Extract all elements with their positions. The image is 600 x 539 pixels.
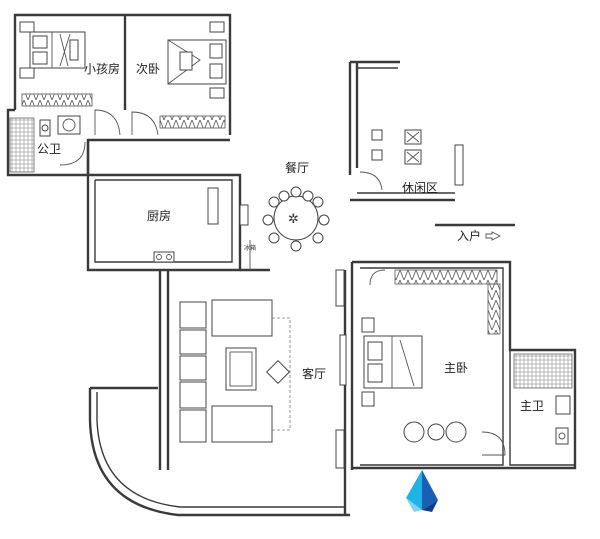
kitchen: [153, 187, 251, 270]
kids-room: [19, 21, 121, 136]
public-bath: [9, 115, 86, 173]
room-label-public-bath: 公卫: [37, 142, 61, 156]
room-label-kids-room: 小孩房: [84, 61, 120, 76]
entrance-arrow-icon: [485, 231, 502, 241]
room-label-second-bedroom: 次卧: [136, 62, 160, 76]
outer-walls: [6, 13, 577, 517]
entrance-label: 入户: [457, 228, 481, 243]
brand-logo-icon: [406, 470, 438, 512]
fridge-note: 冰箱: [244, 244, 256, 252]
room-label-living: 客厅: [302, 366, 326, 381]
room-label-dining: 餐厅: [285, 160, 309, 175]
room-label-master-bedroom: 主卧: [444, 361, 468, 375]
master-bedroom: [361, 269, 506, 456]
svg-text:✲: ✲: [288, 212, 299, 227]
dining-table: ✲: [262, 186, 330, 252]
second-bedroom: [131, 21, 227, 136]
room-label-leisure: 休闲区: [402, 181, 438, 195]
room-label-kitchen: 厨房: [147, 208, 171, 223]
room-label-master-bath: 主卫: [520, 399, 544, 413]
living-room: [179, 269, 347, 469]
leisure-area: [359, 129, 464, 191]
master-bath: [513, 353, 573, 445]
